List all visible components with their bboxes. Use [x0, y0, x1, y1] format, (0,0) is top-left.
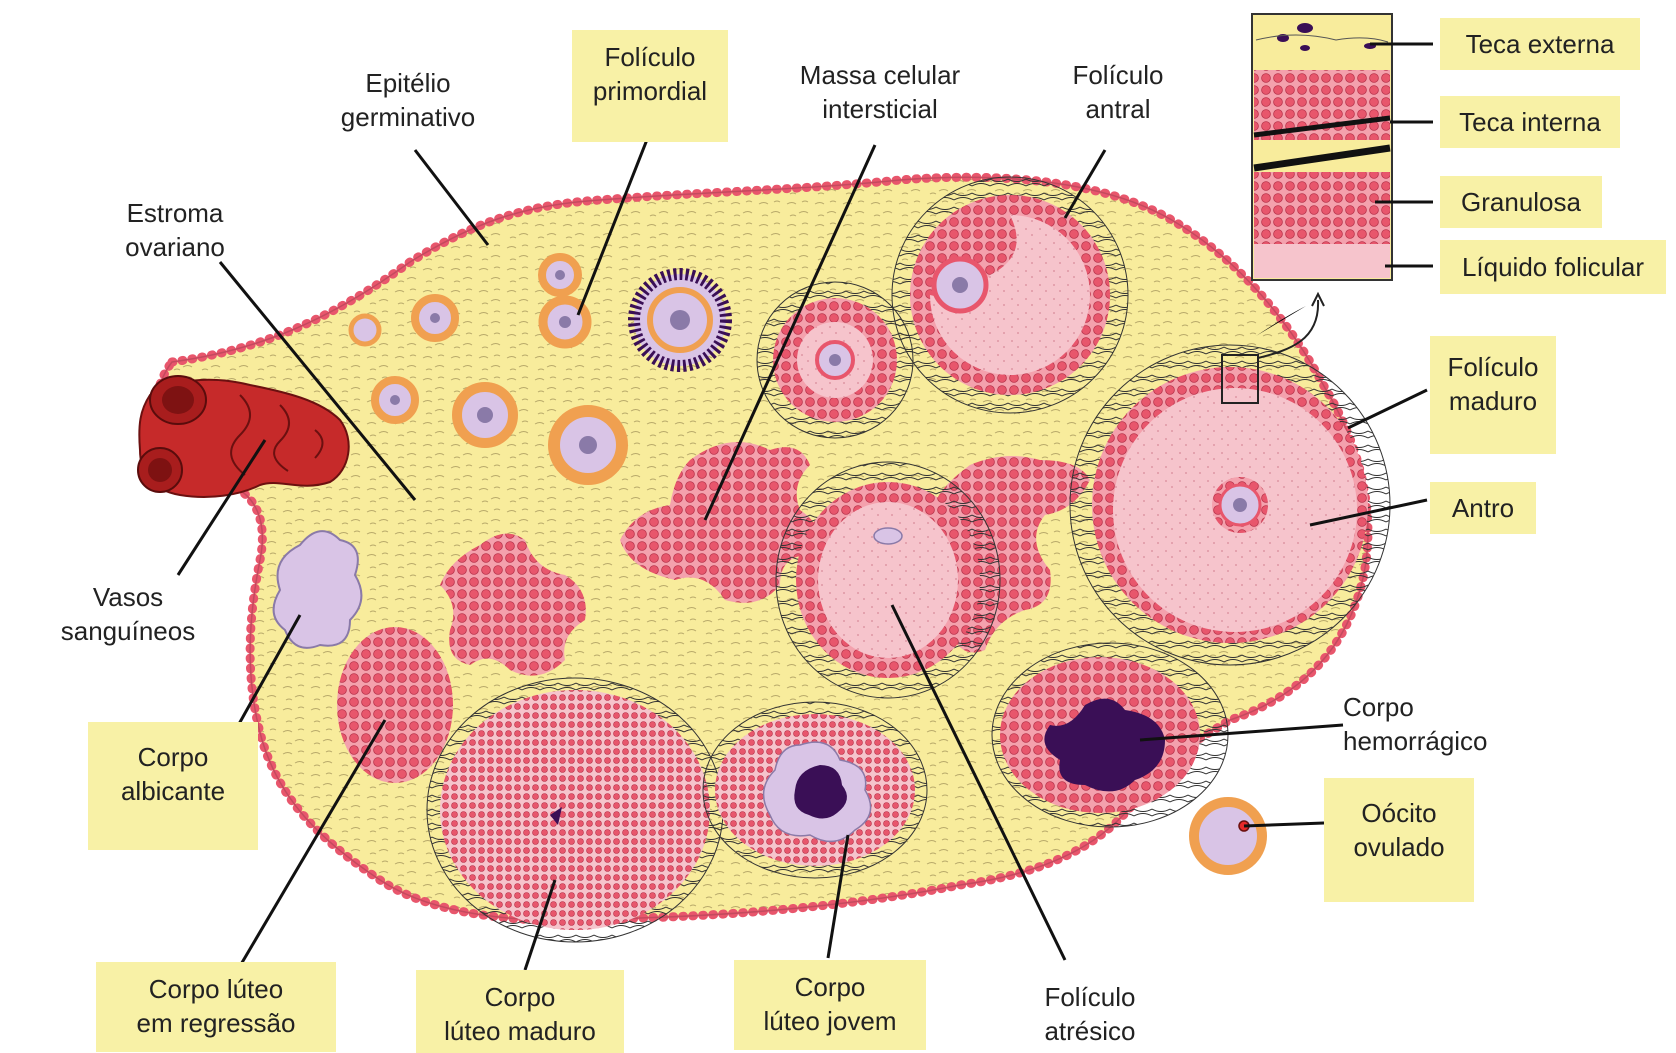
- corpo-luteo-maduro-shape: [426, 677, 724, 943]
- label-epitelio-germinativo: Epitélio germinativo: [340, 68, 476, 132]
- label-corpo-albicante: Corpo albicante: [88, 722, 258, 850]
- label-liquido-folicular: Líquido folicular: [1440, 240, 1666, 294]
- label-foliculo-antral: Folículo antral: [1072, 60, 1164, 124]
- inset-detail: [1251, 13, 1393, 336]
- label-estroma-ovariano: Estroma ovariano: [125, 198, 225, 262]
- label-corpo-luteo-jovem: Corpo lúteo jovem: [734, 960, 926, 1050]
- label-vasos-sanguineos: Vasos sanguíneos: [60, 582, 196, 646]
- corpo-albicante-shape: [272, 530, 363, 649]
- label-corpo-luteo-maduro: Corpo lúteo maduro: [416, 970, 624, 1053]
- ovulated-oocyte-shape: [1189, 797, 1267, 875]
- label-teca-externa: Teca externa: [1440, 18, 1640, 70]
- antral-follicle-shape: [891, 176, 1129, 414]
- corpo-luteo-jovem-shape: [702, 701, 928, 879]
- label-foliculo-primordial: Folículo primordial: [572, 30, 728, 142]
- label-oocito-ovulado: Oócito ovulado: [1324, 778, 1474, 902]
- primordial-follicles: [348, 253, 732, 485]
- atretic-follicle-shape: [775, 461, 1001, 699]
- label-corpo-luteo-regressao: Corpo lúteo em regressão: [96, 962, 336, 1052]
- label-teca-interna: Teca interna: [1440, 96, 1620, 148]
- label-foliculo-maduro: Folículo maduro: [1430, 336, 1556, 454]
- label-granulosa: Granulosa: [1440, 176, 1602, 228]
- corpo-hemorragico-shape: [991, 642, 1229, 828]
- mature-follicle-shape: [1069, 344, 1391, 666]
- blood-vessels: [137, 375, 350, 498]
- label-foliculo-atresico: Folículo atrésico: [1044, 982, 1136, 1046]
- leader-lines: [176, 42, 1433, 971]
- label-massa-celular-intersticial: Massa celular intersticial: [799, 60, 961, 124]
- corpo-luteo-regressao-shape: [337, 627, 453, 783]
- label-antro: Antro: [1430, 482, 1536, 534]
- secondary-follicle: [756, 281, 914, 439]
- label-corpo-hemorragico: Corpo hemorrágico: [1343, 692, 1488, 756]
